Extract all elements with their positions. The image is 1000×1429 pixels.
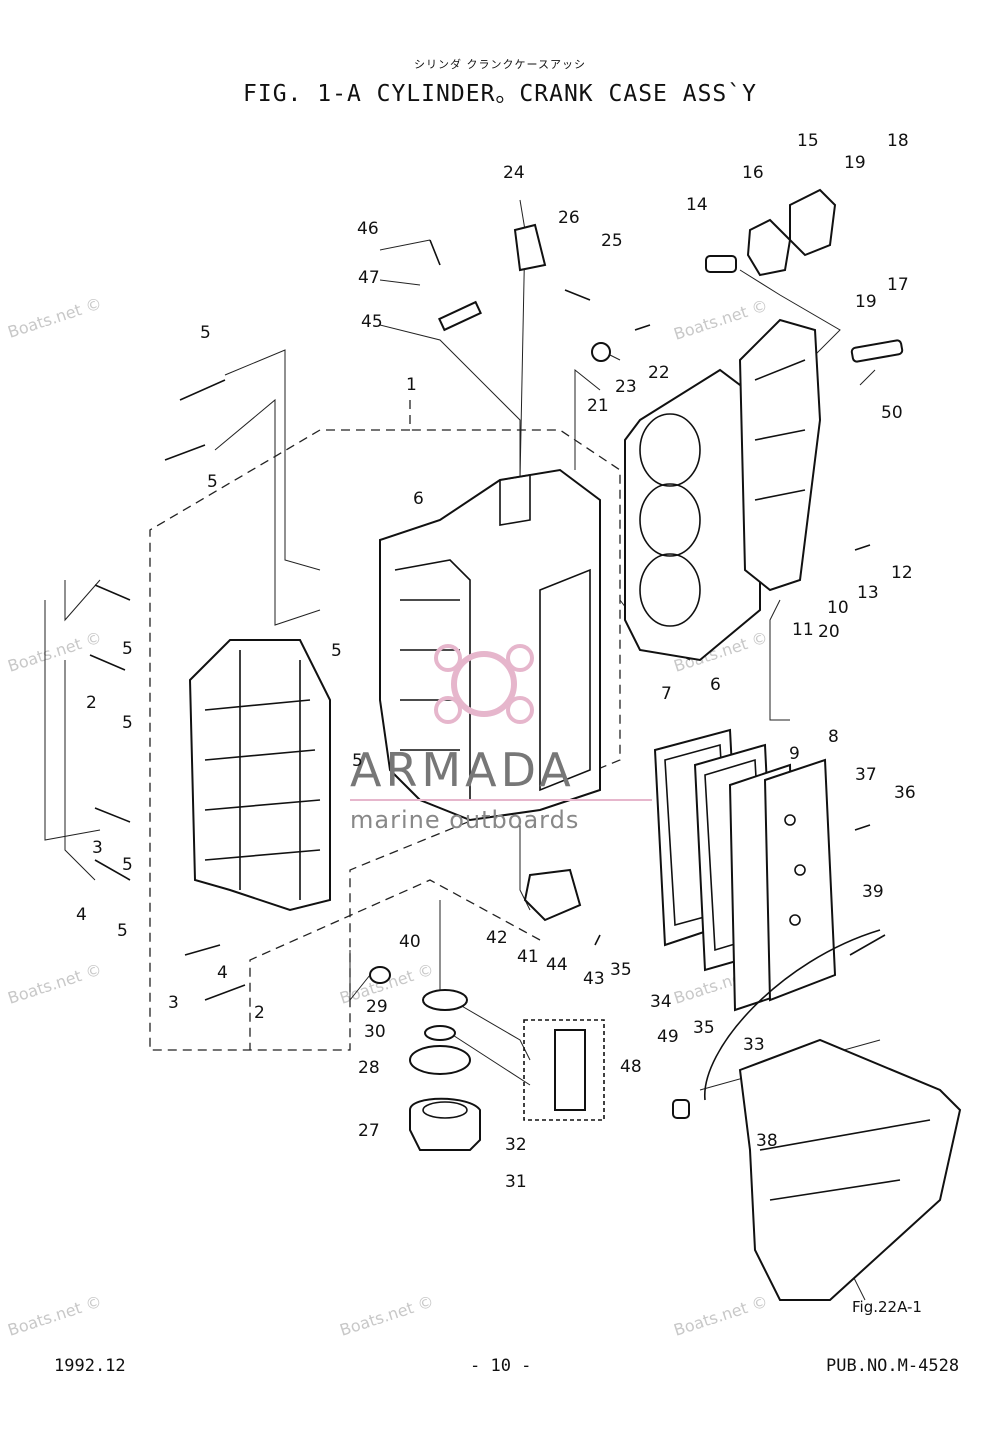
callout-44: 44 bbox=[546, 955, 568, 975]
site-watermark: Boats.net © bbox=[5, 628, 104, 676]
intake-gaskets bbox=[653, 728, 837, 1012]
callout-3: 3 bbox=[92, 838, 103, 858]
callout-38: 38 bbox=[756, 1131, 778, 1151]
callout-3: 3 bbox=[168, 993, 179, 1013]
callout-29: 29 bbox=[366, 997, 388, 1017]
callout-41: 41 bbox=[517, 947, 539, 967]
thermostat-cover bbox=[705, 188, 904, 363]
callout-50: 50 bbox=[881, 403, 903, 423]
callout-7: 7 bbox=[661, 684, 672, 704]
site-watermark: Boats.net © bbox=[671, 296, 770, 344]
callout-5: 5 bbox=[331, 641, 342, 661]
callout-5: 5 bbox=[200, 323, 211, 343]
site-watermark: Boats.net © bbox=[671, 1292, 770, 1340]
armada-subtitle: marine outboards bbox=[350, 806, 579, 834]
site-watermark: Boats.net © bbox=[5, 960, 104, 1008]
callout-32: 32 bbox=[505, 1135, 527, 1155]
callout-48: 48 bbox=[620, 1057, 642, 1077]
callout-35: 35 bbox=[693, 1018, 715, 1038]
callout-2: 2 bbox=[254, 1003, 265, 1023]
callout-4: 4 bbox=[217, 963, 228, 983]
crank-case bbox=[188, 639, 331, 912]
callout-37: 37 bbox=[855, 765, 877, 785]
callout-6: 6 bbox=[413, 489, 424, 509]
callout-16: 16 bbox=[742, 163, 764, 183]
callout-21: 21 bbox=[587, 396, 609, 416]
callout-19: 19 bbox=[855, 292, 877, 312]
footer-publication-number: PUB.NO.M-4528 bbox=[826, 1356, 960, 1376]
callout-18: 18 bbox=[887, 131, 909, 151]
callout-6: 6 bbox=[710, 675, 721, 695]
callout-14: 14 bbox=[686, 195, 708, 215]
callout-26: 26 bbox=[558, 208, 580, 228]
callout-20: 20 bbox=[818, 622, 840, 642]
callout-4: 4 bbox=[76, 905, 87, 925]
callout-45: 45 bbox=[361, 312, 383, 332]
callout-labels: 1 2 2 3 3 4 4 5 5 5 5 5 5 5 5 6 6 7 8 9 … bbox=[76, 131, 922, 1316]
bolts-and-pins bbox=[89, 223, 886, 1119]
callout-10: 10 bbox=[827, 598, 849, 618]
callout-5: 5 bbox=[207, 472, 218, 492]
figure-title: FIG. 1-A CYLINDER。CRANK CASE ASS`Y bbox=[243, 81, 757, 107]
callout-42: 42 bbox=[486, 928, 508, 948]
callout-8: 8 bbox=[828, 727, 839, 747]
callout-47: 47 bbox=[358, 268, 380, 288]
callout-34: 34 bbox=[650, 992, 672, 1012]
site-watermark: Boats.net © bbox=[5, 1292, 104, 1340]
callout-49: 49 bbox=[657, 1027, 679, 1047]
callout-23: 23 bbox=[615, 377, 637, 397]
callout-5: 5 bbox=[122, 639, 133, 659]
callout-28: 28 bbox=[358, 1058, 380, 1078]
callout-43: 43 bbox=[583, 969, 605, 989]
callout-15: 15 bbox=[797, 131, 819, 151]
callout-24: 24 bbox=[503, 163, 525, 183]
callout-22: 22 bbox=[648, 363, 670, 383]
callout-17: 17 bbox=[887, 275, 909, 295]
lower-casing bbox=[704, 929, 962, 1301]
footer-page-number: - 10 - bbox=[470, 1356, 532, 1376]
footer-date: 1992.12 bbox=[54, 1356, 126, 1376]
callout-9: 9 bbox=[789, 744, 800, 764]
callout-5: 5 bbox=[117, 921, 128, 941]
callout-11: 11 bbox=[792, 620, 814, 640]
callout-27: 27 bbox=[358, 1121, 380, 1141]
callout-35: 35 bbox=[610, 960, 632, 980]
callout-19: 19 bbox=[844, 153, 866, 173]
callout-40: 40 bbox=[399, 932, 421, 952]
callout-25: 25 bbox=[601, 231, 623, 251]
leader-lines bbox=[44, 199, 881, 1301]
callout-1: 1 bbox=[406, 375, 417, 395]
callout-46: 46 bbox=[357, 219, 379, 239]
armada-brand: ARMADA bbox=[350, 743, 575, 797]
callout-33: 33 bbox=[743, 1035, 765, 1055]
callout-13: 13 bbox=[857, 583, 879, 603]
japanese-title: シリンダ クランクケースアッシ bbox=[414, 58, 586, 71]
callout-5: 5 bbox=[122, 855, 133, 875]
callout-2: 2 bbox=[86, 693, 97, 713]
callout-5: 5 bbox=[122, 713, 133, 733]
site-watermark: Boats.net © bbox=[5, 294, 104, 342]
callout-12: 12 bbox=[891, 563, 913, 583]
callout-31: 31 bbox=[505, 1172, 527, 1192]
site-watermark: Boats.net © bbox=[337, 1292, 436, 1340]
callout-39: 39 bbox=[862, 882, 884, 902]
exhaust-cover bbox=[624, 318, 822, 662]
callout-36: 36 bbox=[894, 783, 916, 803]
callout-5: 5 bbox=[352, 751, 363, 771]
armada-watermark: ARMADA marine outboards bbox=[350, 644, 652, 834]
callout-30: 30 bbox=[364, 1022, 386, 1042]
bearing-housing bbox=[409, 989, 605, 1151]
figure-reference: Fig.22A-1 bbox=[852, 1298, 922, 1316]
